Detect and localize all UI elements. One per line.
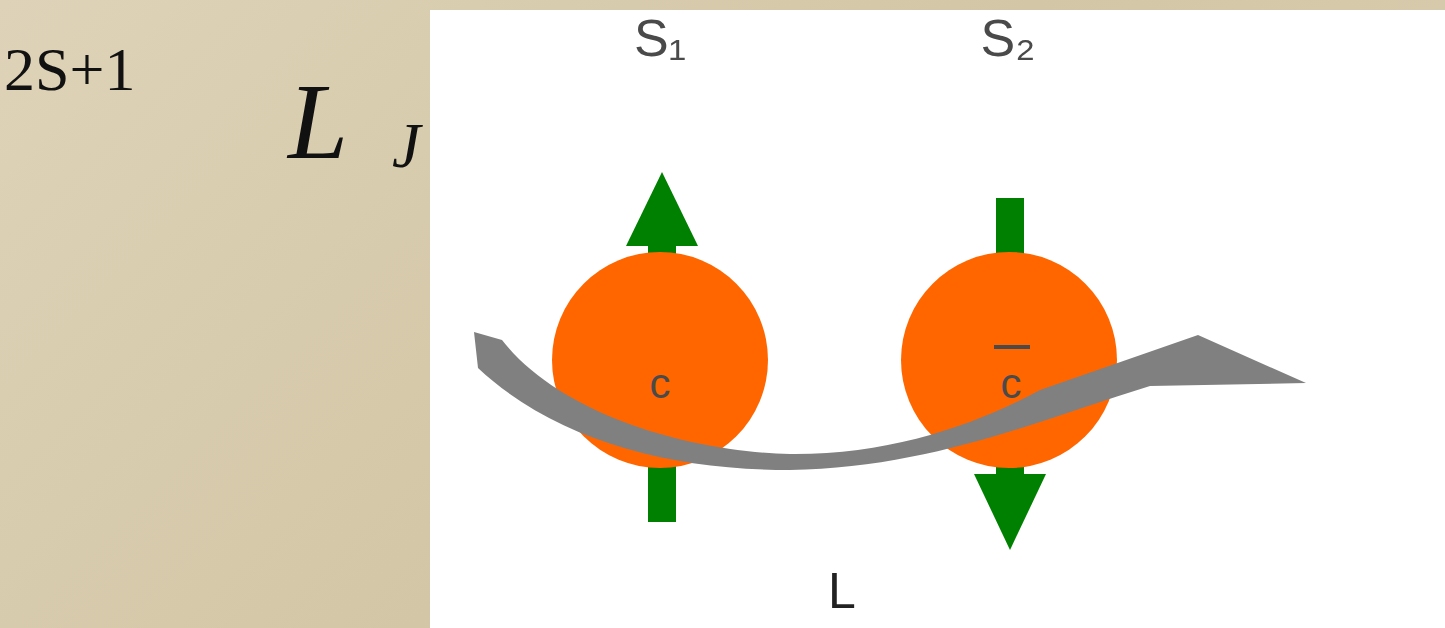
- antiparticle-bar: [994, 345, 1030, 349]
- total-j-subscript: J: [392, 114, 420, 178]
- white-panel: [430, 10, 1445, 628]
- spin-label: S₁: [634, 12, 686, 64]
- orbital-label: L: [828, 566, 856, 616]
- multiplicity-superscript: 2S+1: [4, 38, 135, 100]
- particle-symbol: c: [650, 363, 671, 405]
- orbital-letter: L: [288, 68, 348, 176]
- spin-down-arrowhead: [974, 474, 1046, 550]
- particle-symbol: c: [1001, 363, 1022, 405]
- spin-label: S₂: [981, 12, 1036, 64]
- orbital-angular-momentum-arrow: [474, 332, 1306, 470]
